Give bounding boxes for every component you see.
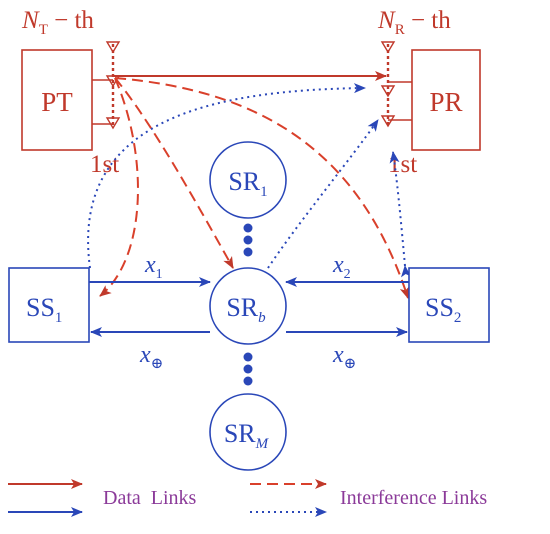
ss2-label: SS2 (425, 293, 461, 326)
ellipsis-dot (243, 247, 253, 257)
pt-antenna-bottom-icon (105, 117, 121, 130)
pt-label: PT (41, 87, 73, 117)
ss1-box (8, 267, 90, 343)
ss1-label: SS1 (26, 293, 62, 326)
sr1-label: SR1 (228, 167, 267, 200)
srb-circle (209, 267, 287, 345)
pr-label: PR (429, 87, 462, 117)
pt-node: PT NT − th 1st (21, 7, 121, 178)
ellipsis-dot (243, 235, 253, 245)
interference-link-ss1-pr (87, 83, 366, 269)
sr-dots-lower (243, 352, 253, 386)
sr1-node: SR1 (209, 141, 287, 219)
pr-antenna-top-icon (380, 41, 396, 54)
x1-label: x1 (144, 252, 163, 282)
pt-box (21, 49, 93, 151)
srb-node: SRb (209, 267, 287, 345)
ellipsis-dot (243, 352, 253, 362)
legend-data-links-label: Data Links (103, 487, 197, 509)
ellipsis-dot (243, 364, 253, 374)
pt-top-antenna-label: NT − th (21, 7, 94, 38)
srm-circle (209, 393, 287, 471)
pr-antenna-mid-icon (380, 85, 396, 98)
pr-bottom-antenna-label: 1st (388, 151, 417, 178)
srb-label: SRb (226, 293, 266, 326)
interference-link-pt-ss1 (99, 77, 139, 297)
sr1-circle (209, 141, 287, 219)
interference-link-ss2-pr (389, 151, 411, 278)
pr-box (411, 49, 481, 151)
interference-link-pt-ss2 (114, 77, 410, 299)
legend-interference-links-label: Interference Links (340, 487, 487, 509)
ellipsis-dot (243, 223, 253, 233)
legend: Data Links Interference Links (8, 479, 487, 517)
sr-dots-upper (243, 223, 253, 257)
srm-label: SRM (224, 419, 270, 452)
pr-antenna-bottom-icon (380, 115, 396, 128)
ss1-node: SS1 (8, 267, 90, 343)
xplus-left-label: x⊕ (139, 342, 163, 372)
ellipsis-dot (243, 376, 253, 386)
x2-label: x2 (332, 252, 351, 282)
xplus-right-label: x⊕ (332, 342, 356, 372)
interference-link-srb-pr (267, 119, 379, 269)
interference-link-pt-srb (114, 77, 234, 269)
ss2-box (408, 267, 490, 343)
ss2-node: SS2 (408, 267, 490, 343)
pt-antenna-top-icon (105, 41, 121, 54)
pr-top-antenna-label: NR − th (377, 7, 451, 38)
srm-node: SRM (209, 393, 287, 471)
